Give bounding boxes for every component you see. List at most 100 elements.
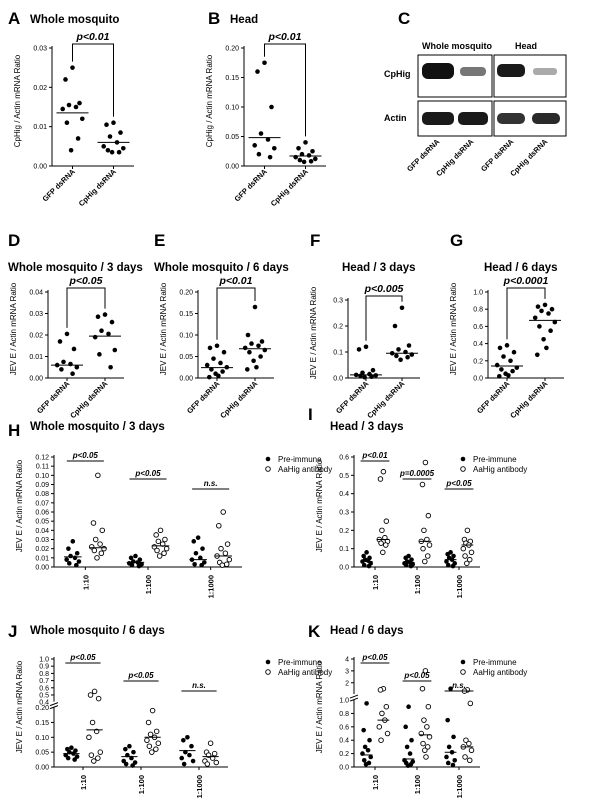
data-point [221,349,227,355]
data-point [220,369,225,374]
data-point [102,312,108,317]
axis-break-mark [49,705,59,710]
pre-immune-point [361,727,366,733]
antibody-point [425,703,432,710]
antibody-point [468,549,475,556]
pre-immune-point [407,751,413,756]
data-point [546,311,551,316]
data-point [112,347,118,353]
data-point [373,373,379,378]
pre-immune-point [367,737,372,743]
p-value-label: n.s. [452,681,466,690]
y-tick-label: 0.20 [35,705,49,712]
data-point [548,328,553,334]
chart-title: Whole mosquito [30,14,119,26]
data-point [121,146,126,151]
antibody-point [220,509,226,515]
blot-row-actin: Actin [384,113,407,123]
y-tick-label: 0.0 [333,376,343,383]
y-tick-label: 0.05 [179,354,193,361]
chart-title: Whole mosquito / 6 days [154,262,289,274]
antibody-point [466,740,472,747]
y-tick-label: 0.00 [35,765,49,772]
legend-label-antibody: AaHig antibody [278,668,332,677]
legend-label-antibody: AaHig antibody [278,465,332,474]
y-tick-label: 0.5 [339,473,349,480]
data-point [61,359,66,365]
data-point [256,151,262,157]
data-point [70,371,75,377]
panel-label-f: F [310,231,320,250]
antibody-point [145,719,152,726]
y-tick-label: 0.2 [339,751,349,758]
data-point [256,343,261,349]
x-category-label: 1:10 [79,775,88,790]
chart-title: Head [230,14,258,26]
antibody-point [384,730,391,737]
antibody-point [380,468,387,475]
panel-label-g: G [450,231,463,250]
data-point [71,346,77,352]
y-tick-label: 0.02 [35,546,49,553]
data-point [310,148,315,154]
data-point [214,343,220,349]
pre-immune-point [444,559,449,564]
legend-marker-pre-immune [265,456,271,462]
data-point [68,147,74,153]
data-point [60,106,65,112]
data-point [313,156,318,162]
data-point [254,364,259,370]
data-point [306,153,312,158]
antibody-point [379,527,385,534]
y-axis-label: JEV E / Actin mRNA Ratio [449,282,458,375]
antibody-point [91,758,97,764]
antibody-point [156,553,163,559]
legend-marker-pre-immune [265,659,271,665]
data-point [299,151,305,157]
data-point [108,364,113,370]
y-tick-label: 0.20 [225,46,239,53]
p-value-label: p<0.05 [134,469,161,478]
western-blot-panel: C Whole mosquito Head CpHig Actin GFP ds… [384,9,567,178]
p-value-label: p<0.01 [361,451,388,460]
y-axis-label: JEV E / Actin mRNA Ratio [9,282,18,375]
legend-label-antibody: AaHig antibody [473,465,527,474]
band-cphig-whole-kd [460,67,486,76]
data-point [392,323,398,329]
band-actin-head-kd [532,113,560,124]
y-tick-label: 0.04 [29,290,43,297]
y-tick-label: 0.3 [339,510,349,517]
pre-immune-point [123,761,129,767]
y-tick-label: 0.03 [33,46,47,53]
p-value-label: p<0.05 [403,671,430,680]
pre-immune-point [445,760,451,766]
y-tick-label: 0.0 [339,765,349,772]
data-point [539,308,544,314]
data-point [63,77,68,82]
x-category-label: 1:10 [371,575,380,590]
antibody-point [420,545,426,552]
data-point [258,131,264,136]
pre-immune-point [361,562,367,568]
pre-immune-point [72,555,78,561]
pre-immune-point [452,758,458,763]
pre-immune-point [179,755,185,761]
band-cphig-head-gfp [497,64,525,77]
data-point [255,69,260,74]
antibody-point [149,749,155,755]
y-tick-label: 0.2 [473,358,483,365]
data-point [406,343,412,348]
y-tick-label: 0.02 [29,333,43,340]
antibody-point [216,523,222,529]
y-tick-label: 0.01 [33,124,47,131]
pre-immune-point [405,763,411,768]
blot-lane-1: GFP dsRNA [405,137,442,174]
antibody-point [224,541,231,547]
significance-bracket [264,43,306,137]
y-tick-label: 0.1 [339,546,349,553]
y-tick-label: 0.2 [339,528,349,535]
antibody-point [423,754,429,760]
